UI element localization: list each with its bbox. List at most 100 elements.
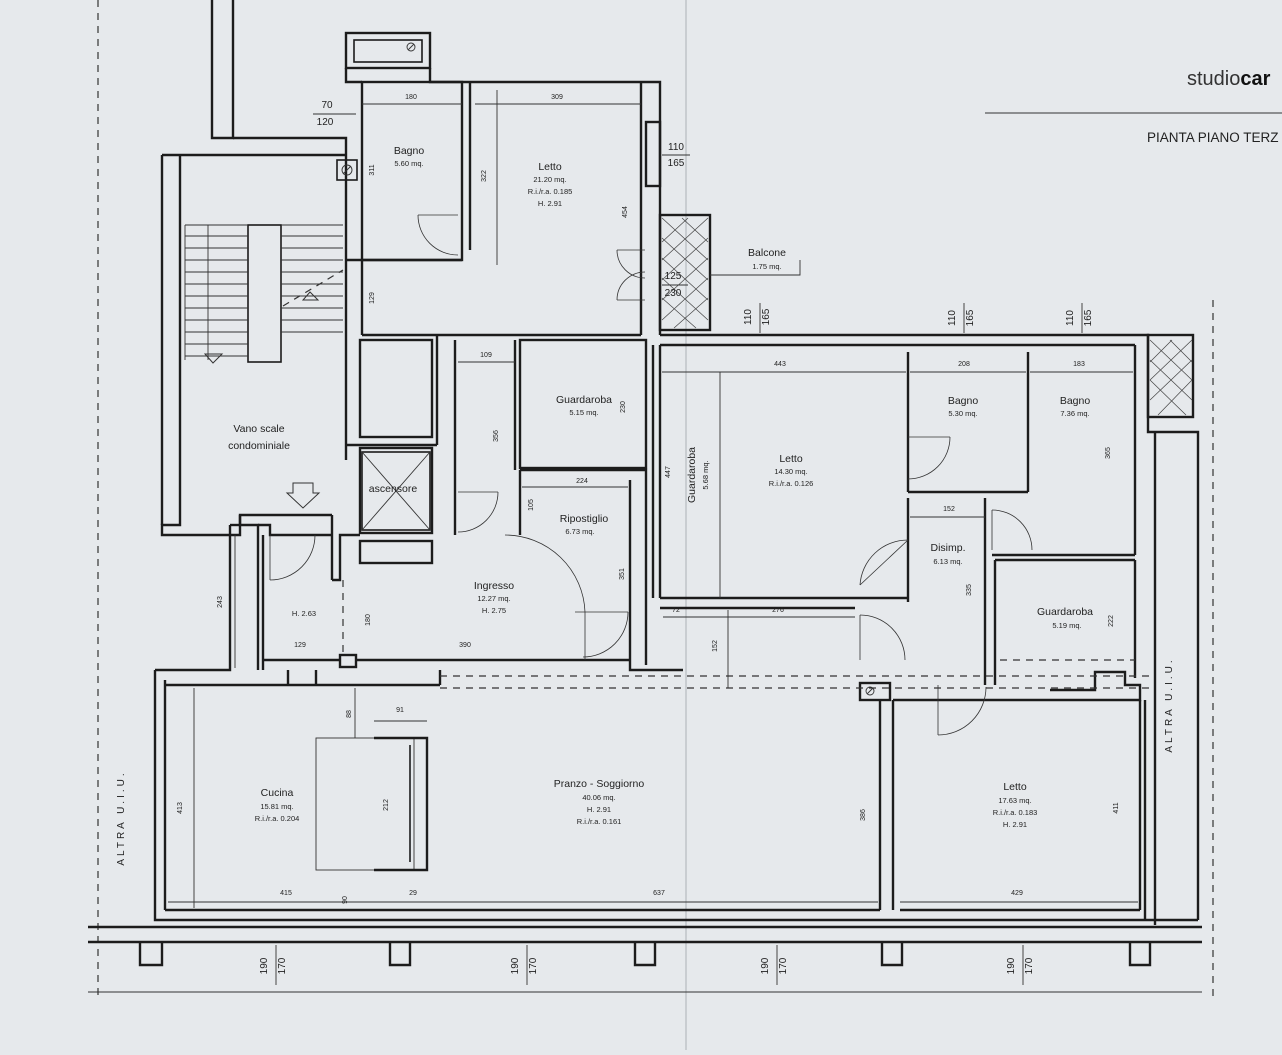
dim-109: 109	[480, 352, 492, 359]
dim-309: 309	[551, 94, 563, 101]
page-title: PIANTA PIANO TERZ	[1147, 130, 1279, 145]
pranzo-ratio: R.i./r.a. 0.161	[577, 817, 622, 826]
dim-90: 90	[342, 896, 349, 904]
dim-190-b: 190	[510, 957, 521, 974]
dim-170-b: 170	[528, 957, 539, 974]
bagno-mid-name: Bagno	[948, 395, 979, 407]
dim-190-d: 190	[1006, 957, 1017, 974]
balcone-area: 1.75 mq.	[752, 262, 781, 271]
guardaroba-1-name: Guardaroba	[556, 394, 612, 406]
dim-637: 637	[653, 890, 665, 897]
letto-mid-name: Letto	[779, 453, 803, 465]
dim-120: 120	[317, 117, 334, 128]
dim-110-w3: 110	[947, 310, 958, 326]
pranzo-height: H. 2.91	[587, 805, 611, 814]
dim-230-balc: 230	[665, 288, 682, 299]
dim-152-b: 152	[712, 640, 719, 652]
entrance-arrow-icon	[285, 482, 321, 509]
dim-72: 72	[672, 607, 680, 614]
dim-170-a: 170	[277, 957, 288, 974]
letto-mid-area: 14.30 mq.	[774, 467, 807, 476]
dim-322: 322	[481, 170, 488, 182]
balcone-name: Balcone	[748, 247, 786, 259]
dim-129-a: 129	[369, 292, 376, 304]
dim-365: 365	[1105, 447, 1112, 459]
doors	[269, 214, 1033, 736]
dashed-lines	[97, 0, 1214, 1000]
letto-bottom-name: Letto	[1003, 781, 1027, 793]
dim-165-w3: 165	[965, 309, 976, 326]
bagno-right-name: Bagno	[1060, 395, 1091, 407]
dim-413: 413	[177, 802, 184, 814]
altra-uiu-right: ALTRA U.I.U.	[1164, 657, 1175, 752]
letto-bottom-ratio: R.i./r.a. 0.183	[993, 808, 1038, 817]
dim-165-w4: 165	[1083, 309, 1094, 326]
dim-443: 443	[774, 361, 786, 368]
letto-top-area: 21.20 mq.	[533, 175, 566, 184]
elevator	[361, 451, 431, 531]
disimp-name: Disimp.	[930, 542, 965, 554]
dim-208: 208	[958, 361, 970, 368]
dim-276: 276	[772, 607, 784, 614]
altra-uiu-left: ALTRA U.I.U.	[116, 770, 127, 865]
ingresso-name: Ingresso	[474, 580, 514, 592]
dim-311: 311	[369, 164, 376, 175]
cucina-area: 15.81 mq.	[260, 802, 293, 811]
dim-170-d: 170	[1024, 957, 1035, 974]
cucina-ratio: R.i./r.a. 0.204	[255, 814, 300, 823]
dim-224: 224	[576, 478, 588, 485]
dim-180-b: 180	[365, 614, 372, 626]
dim-190-a: 190	[259, 957, 270, 974]
dim-105: 105	[528, 499, 535, 511]
dim-190-c: 190	[760, 957, 771, 974]
pranzo-area: 40.06 mq.	[582, 793, 615, 802]
title-block: studiocar PIANTA PIANO TERZ	[985, 68, 1282, 145]
dim-454: 454	[622, 206, 629, 218]
vano-scale-line2: condominiale	[228, 440, 290, 452]
cucina-name: Cucina	[261, 787, 294, 799]
bagno-mid-area: 5.30 mq.	[948, 409, 977, 418]
small-room-height: H. 2.63	[292, 609, 316, 618]
dim-70: 70	[321, 100, 333, 111]
dim-170-c: 170	[778, 957, 789, 974]
letto-bottom-area: 17.63 mq.	[998, 796, 1031, 805]
ripostiglio-area: 6.73 mq.	[565, 527, 594, 536]
guardaroba-2-area: 5.68 mq.	[701, 460, 710, 489]
dim-110-w2: 110	[743, 309, 754, 325]
dim-165-w2: 165	[761, 308, 772, 325]
dim-110-top: 110	[668, 142, 684, 153]
staircase	[184, 159, 358, 364]
disimp-area: 6.13 mq.	[933, 557, 962, 566]
dim-447: 447	[665, 466, 672, 478]
dim-129-b: 129	[294, 642, 306, 649]
dim-351: 351	[619, 568, 626, 580]
dim-152-a: 152	[943, 506, 955, 513]
outer-walls	[153, 0, 1200, 925]
ingresso-area: 12.27 mq.	[477, 594, 510, 603]
bagno-right-area: 7.36 mq.	[1060, 409, 1089, 418]
letto-top-name: Letto	[538, 161, 562, 173]
dim-230: 230	[620, 401, 627, 413]
room-labels: Bagno 5.60 mq. Letto 21.20 mq. R.i./r.a.…	[116, 145, 1175, 866]
dim-415: 415	[280, 890, 292, 897]
dim-335: 335	[966, 584, 973, 596]
dim-411: 411	[1113, 802, 1120, 813]
kitchen-counter	[315, 736, 429, 872]
dim-183: 183	[1073, 361, 1085, 368]
studio-logo: studiocar	[1187, 68, 1271, 90]
pranzo-name: Pranzo - Soggiorno	[554, 778, 645, 790]
guardaroba-3-name: Guardaroba	[1037, 606, 1093, 618]
dim-91: 91	[396, 707, 404, 714]
ripostiglio-name: Ripostiglio	[560, 513, 609, 525]
right-balcony-hatch	[1149, 339, 1193, 416]
letto-top-ratio: R.i./r.a. 0.185	[528, 187, 573, 196]
dim-390: 390	[459, 642, 471, 649]
ingresso-height: H. 2.75	[482, 606, 506, 615]
letto-top-height: H. 2.91	[538, 199, 562, 208]
dim-29: 29	[409, 890, 417, 897]
dim-386: 386	[860, 809, 867, 821]
bagno-top-area: 5.60 mq.	[394, 159, 423, 168]
dim-88: 88	[346, 710, 353, 718]
